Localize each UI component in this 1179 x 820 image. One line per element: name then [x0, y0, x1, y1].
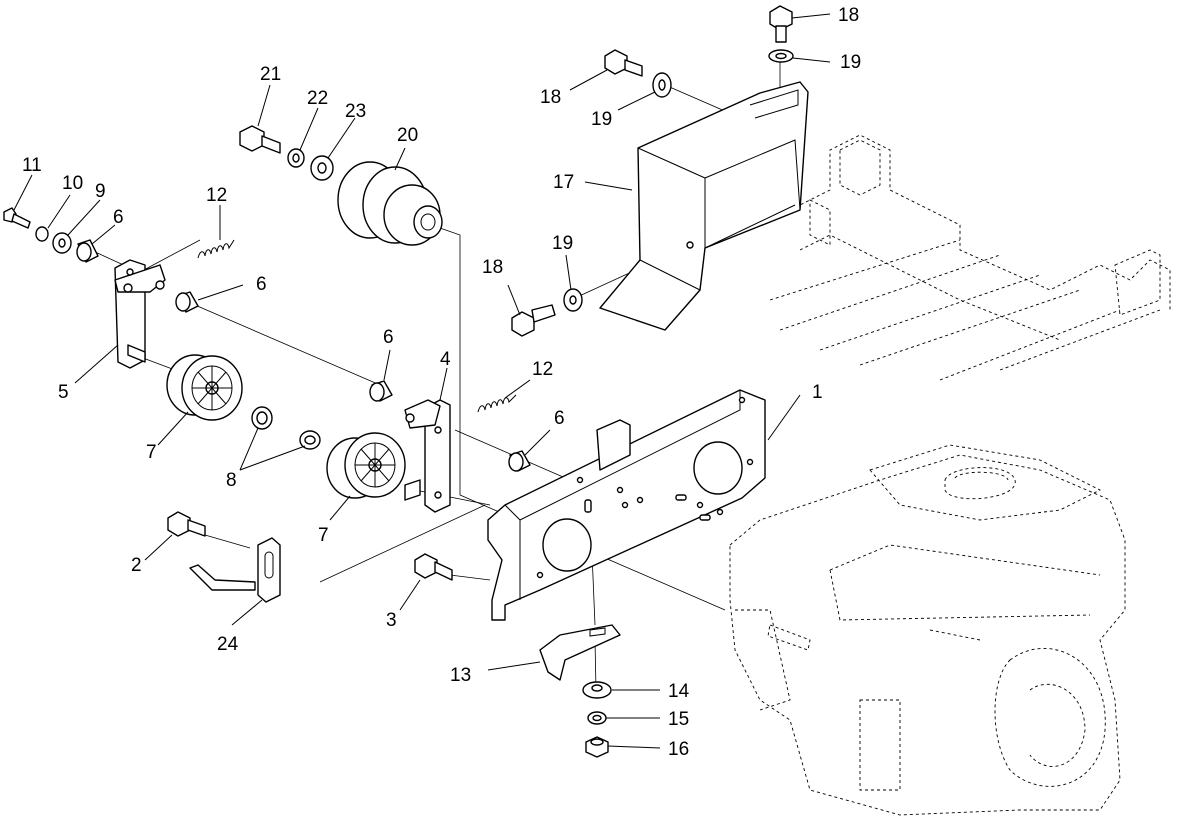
bolt-part-18-lower	[511, 304, 556, 337]
engine-outline	[729, 444, 1126, 816]
callout-14: 14	[668, 681, 690, 702]
callout-3: 3	[386, 610, 397, 631]
washer-part-19-left	[652, 72, 672, 98]
callout-1: 1	[812, 382, 823, 403]
callout-18-top: 18	[838, 5, 859, 26]
bracket-part-13	[539, 624, 621, 681]
washer-part-22	[287, 148, 305, 168]
bolt-part-11	[3, 207, 31, 229]
callout-23: 23	[345, 101, 366, 122]
cover-bracket-part-17	[599, 81, 809, 331]
callout-21: 21	[260, 64, 281, 85]
collar-part-6-b	[175, 291, 199, 313]
callout-16: 16	[668, 739, 689, 760]
callout-labels: 1 2 3 4 5 6 6 6 6 7 7 8 9 10 11 12 12 13…	[22, 5, 861, 760]
bolt-part-18-left	[604, 49, 643, 77]
spring-part-12-b	[477, 394, 517, 413]
drive-pulley-part-20	[337, 161, 443, 246]
callout-12-b: 12	[532, 359, 553, 380]
snap-ring-part-8-a	[251, 406, 273, 430]
collar-part-6-a	[76, 239, 99, 263]
callout-22: 22	[307, 88, 328, 109]
idler-pulley-part-7-left	[166, 354, 243, 421]
lock-washer-part-15	[587, 711, 607, 725]
tension-arm-part-5	[114, 259, 166, 369]
bolt-part-2	[167, 511, 206, 537]
washer-part-23	[310, 155, 334, 181]
callout-7-b: 7	[318, 525, 329, 546]
callout-5: 5	[58, 382, 69, 403]
callout-19-left: 19	[591, 109, 612, 130]
nut-part-16	[585, 736, 609, 758]
snap-ring-part-8-b	[299, 430, 321, 450]
spring-part-12-a	[197, 239, 235, 259]
bolt-part-21	[239, 125, 281, 154]
callout-18-lower: 18	[482, 257, 503, 278]
callout-6-d: 6	[554, 408, 565, 429]
callout-13: 13	[450, 665, 471, 686]
bolt-part-18-top	[769, 5, 793, 43]
frame-outline	[769, 134, 1171, 381]
washer-part-19-lower	[563, 288, 583, 312]
callout-2: 2	[131, 555, 142, 576]
washer-part-14	[582, 681, 612, 699]
callout-4: 4	[440, 349, 451, 370]
callout-24: 24	[217, 634, 239, 655]
callout-19-top: 19	[840, 52, 861, 73]
collar-part-6-d	[508, 450, 531, 472]
callout-6-a: 6	[113, 207, 124, 228]
callout-7-a: 7	[146, 442, 157, 463]
washer-part-10	[35, 226, 49, 242]
link-part-24	[189, 537, 281, 603]
callout-18-left: 18	[540, 87, 561, 108]
bolt-part-3	[414, 553, 453, 581]
callout-6-b: 6	[256, 274, 267, 295]
callout-11: 11	[22, 155, 42, 176]
callout-19-lower: 19	[552, 233, 573, 254]
idler-pulley-part-7-right	[326, 432, 421, 501]
washer-part-19-top	[768, 49, 794, 63]
washer-part-9	[52, 232, 72, 254]
main-bracket-part-1	[487, 389, 766, 621]
callout-15: 15	[668, 709, 689, 730]
callout-8: 8	[226, 470, 237, 491]
callout-12-a: 12	[206, 185, 227, 206]
collar-part-6-c	[369, 380, 393, 402]
callout-6-c: 6	[383, 327, 394, 348]
callout-17: 17	[553, 172, 574, 193]
callout-leaders	[13, 13, 831, 749]
callout-20: 20	[397, 125, 418, 146]
callout-10: 10	[62, 173, 83, 194]
callout-9: 9	[95, 181, 106, 202]
